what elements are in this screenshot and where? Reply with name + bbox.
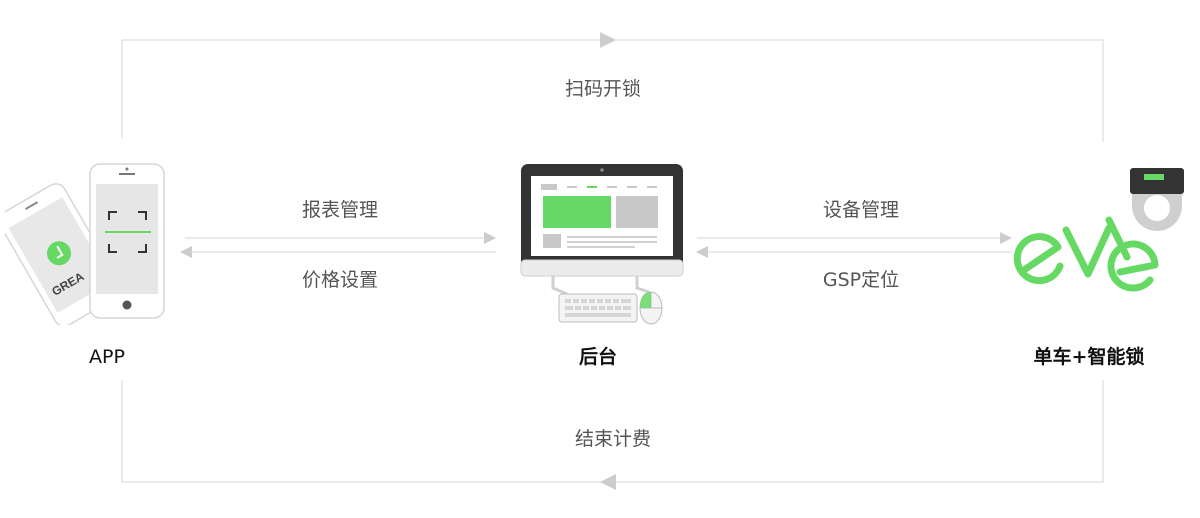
backend-to-app-arrow xyxy=(180,246,192,258)
flow-label-backend-bike-bottom: GSP定位 xyxy=(822,269,900,291)
flow-label-backend-bike-top: 设备管理 xyxy=(822,199,900,221)
flow-label-app-backend-bottom: 价格设置 xyxy=(301,269,379,291)
node-label-backend: 后台 xyxy=(578,346,618,368)
phone-scan-icon: GREA xyxy=(5,163,165,325)
node-label-bike: 单车+智能锁 xyxy=(1033,346,1145,368)
bottom-loop-arrow xyxy=(600,474,616,490)
node-label-app: APP xyxy=(89,346,125,368)
top-loop-arrow xyxy=(600,32,616,48)
bike-lock-icon xyxy=(1013,168,1184,292)
app-to-backend-arrow xyxy=(484,232,496,244)
desktop-computer-icon xyxy=(520,164,684,325)
bike-to-backend-arrow xyxy=(696,246,708,258)
flow-label-top: 扫码开锁 xyxy=(564,78,642,100)
flow-label-bottom: 结束计费 xyxy=(574,428,652,450)
flow-label-app-backend-top: 报表管理 xyxy=(301,199,379,221)
backend-to-bike-arrow xyxy=(1000,232,1012,244)
